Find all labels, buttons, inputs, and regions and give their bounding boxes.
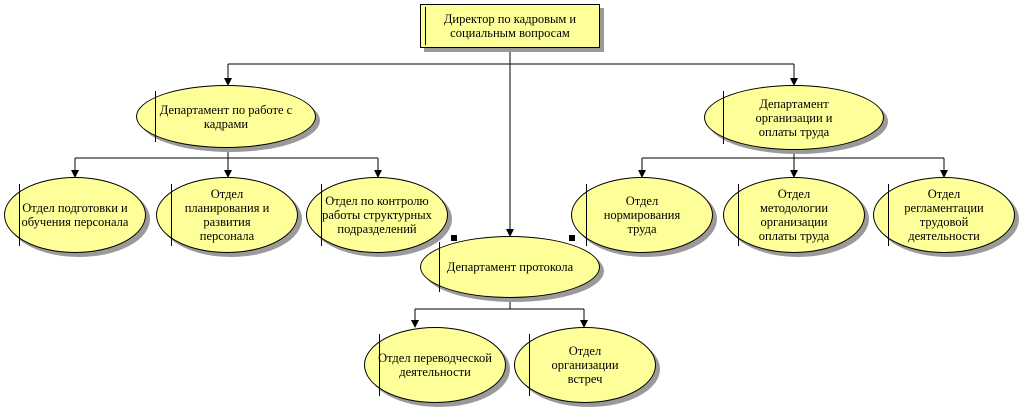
node-dept-labor[interactable]: Департамент организации и оплаты труда — [704, 85, 884, 150]
node-meetings-label: Отдел организации встреч — [551, 344, 619, 386]
node-corner-mark — [451, 235, 457, 241]
node-dept-hr-label: Департамент по работе с кадрами — [159, 102, 293, 131]
node-planning[interactable]: Отдел планирования и развития персонала — [156, 177, 298, 253]
node-director-label: Директор по кадровым и социальным вопрос… — [443, 12, 577, 40]
node-marker-bar — [321, 183, 322, 247]
node-regulation-label: Отдел регламентации трудовой деятельност… — [904, 187, 984, 243]
node-translation-label: Отдел переводческой деятельности — [378, 351, 492, 379]
node-marker-bar — [171, 183, 172, 247]
node-norming-label: Отдел нормирования труда — [603, 194, 681, 236]
node-planning-label: Отдел планирования и развития персонала — [184, 187, 270, 243]
node-control-label: Отдел по контролю работы структурных под… — [322, 194, 432, 236]
node-marker-bar — [586, 183, 587, 247]
node-control[interactable]: Отдел по контролю работы структурных под… — [306, 177, 448, 253]
node-marker-bar — [723, 91, 724, 144]
node-dept-protocol[interactable]: Департамент протокола — [420, 235, 600, 298]
node-marker-bar — [155, 90, 156, 143]
node-training-label: Отдел подготовки и обучения персонала — [21, 201, 129, 229]
node-marker-bar — [888, 183, 889, 247]
node-regulation[interactable]: Отдел регламентации трудовой деятельност… — [873, 177, 1015, 253]
node-marker-bar — [425, 7, 426, 45]
node-methodology[interactable]: Отдел методологии организации оплаты тру… — [723, 177, 865, 253]
node-marker-bar — [529, 333, 530, 397]
node-marker-bar — [19, 183, 20, 247]
node-dept-hr[interactable]: Департамент по работе с кадрами — [136, 85, 316, 148]
node-translation[interactable]: Отдел переводческой деятельности — [364, 327, 506, 403]
node-director[interactable]: Директор по кадровым и социальным вопрос… — [420, 4, 600, 48]
node-dept-protocol-label: Департамент протокола — [446, 260, 574, 274]
node-methodology-label: Отдел методологии организации оплаты тру… — [758, 187, 830, 243]
node-norming[interactable]: Отдел нормирования труда — [571, 177, 713, 253]
node-marker-bar — [379, 333, 380, 397]
node-marker-bar — [738, 183, 739, 247]
node-corner-mark — [569, 235, 575, 241]
node-meetings[interactable]: Отдел организации встреч — [514, 327, 656, 403]
node-training[interactable]: Отдел подготовки и обучения персонала — [4, 177, 146, 253]
node-dept-labor-label: Департамент организации и оплаты труда — [755, 96, 833, 139]
node-marker-bar — [439, 241, 440, 293]
